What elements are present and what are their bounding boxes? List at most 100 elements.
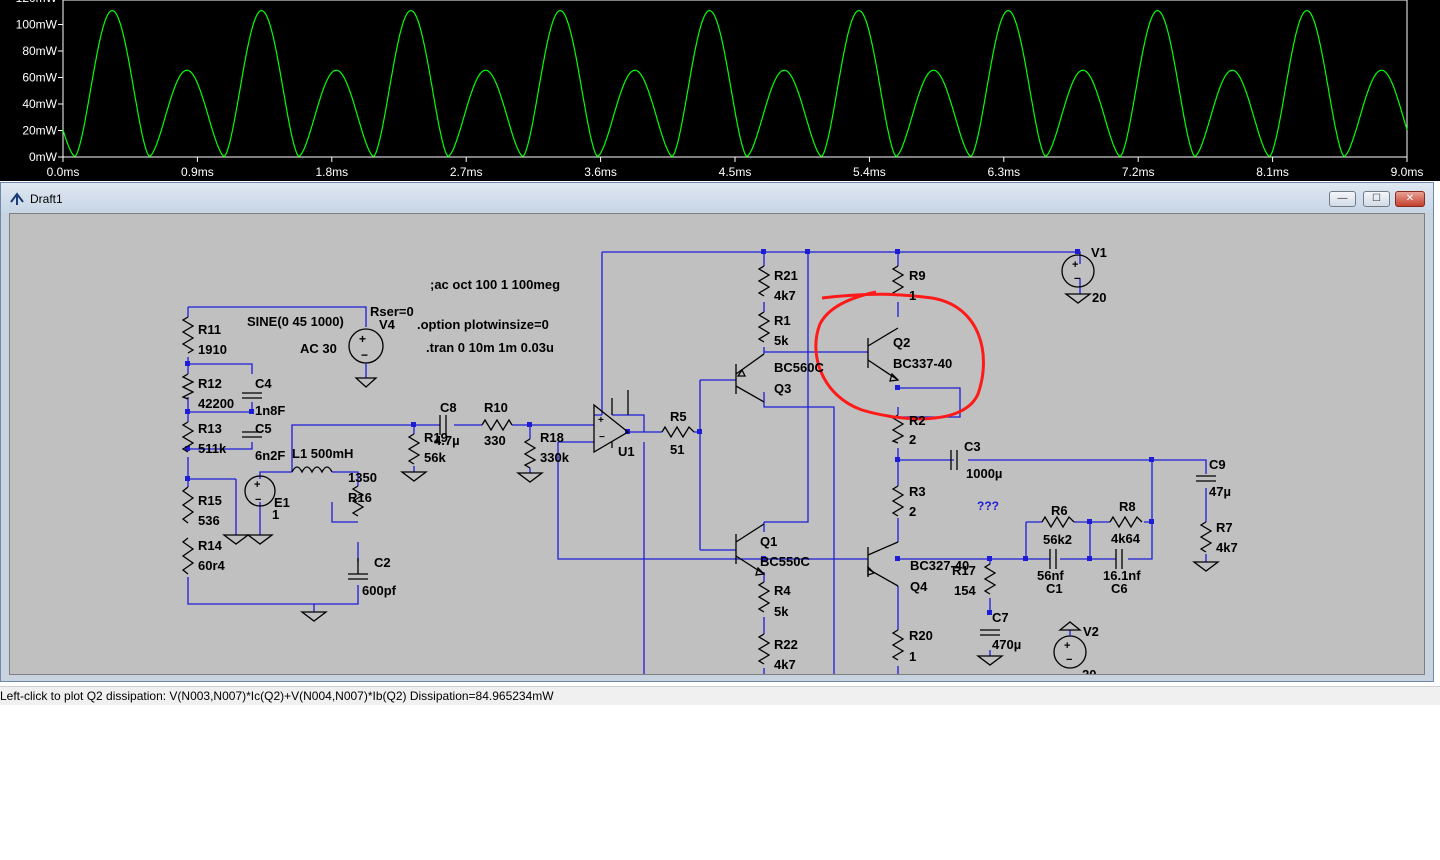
r11-value: 1910	[198, 342, 227, 357]
ac-directive: ;ac oct 100 1 100meg	[430, 277, 560, 292]
r16-value: 1350	[348, 470, 377, 485]
q1-value: BC550C	[760, 554, 810, 569]
x-tick-label: 1.8ms	[315, 165, 348, 179]
r13-name: R13	[198, 421, 222, 436]
c1-name: C1	[1046, 581, 1063, 596]
c4-name: C4	[255, 376, 272, 391]
q4-value: BC327-40	[910, 558, 969, 573]
svg-text:−: −	[361, 348, 368, 362]
window-title-bar[interactable]: Draft1 — ☐ ✕	[1, 183, 1433, 213]
r8-name: R8	[1119, 499, 1136, 514]
close-button[interactable]: ✕	[1395, 191, 1425, 207]
capacitor-symbols	[242, 392, 1216, 636]
minimize-button[interactable]: —	[1329, 191, 1356, 207]
c9-value: 47µ	[1209, 484, 1231, 499]
transistor-symbols	[735, 327, 900, 587]
ground-symbols	[222, 293, 1220, 666]
tran-directive: .tran 0 10m 1m 0.03u	[426, 340, 554, 355]
status-bar: Left-click to plot Q2 dissipation: V(N00…	[0, 686, 1440, 705]
schematic-window[interactable]: Draft1 — ☐ ✕	[0, 182, 1434, 682]
r12-value: 42200	[198, 396, 234, 411]
r1-name: R1	[774, 313, 791, 328]
v4-ac: AC 30	[300, 341, 337, 356]
r20-value: 1	[909, 649, 916, 664]
r3-value: 2	[909, 504, 916, 519]
e1-name: E1	[274, 495, 290, 510]
schematic-canvas[interactable]: + − + − + − + −	[9, 213, 1425, 675]
v4-rser: Rser=0	[370, 304, 414, 319]
r21-name: R21	[774, 268, 798, 283]
svg-text:+: +	[1072, 259, 1078, 271]
waveform-plot-pane[interactable]: 0mW20mW40mW60mW80mW100mW120mW 0.0ms0.9ms…	[0, 0, 1440, 181]
q2-value: BC337-40	[893, 356, 952, 371]
q1-name: Q1	[760, 534, 777, 549]
r8-value: 4k64	[1111, 531, 1141, 546]
svg-text:−: −	[255, 494, 261, 506]
c3-name: C3	[964, 439, 981, 454]
c5-name: C5	[255, 421, 272, 436]
r6-value: 56k2	[1043, 532, 1072, 547]
r20-name: R20	[909, 628, 933, 643]
r22-value: 4k7	[774, 657, 796, 672]
component-labels: R11 1910 R12 42200 R13 511k R15 536 R14 …	[198, 245, 1238, 675]
r15-name: R15	[198, 493, 222, 508]
v1-value: 20	[1092, 290, 1106, 305]
q2-dissipation-trace[interactable]	[62, 9, 1408, 157]
r2-name: R2	[909, 413, 926, 428]
r7-name: R7	[1216, 520, 1233, 535]
window-title: Draft1	[30, 192, 63, 206]
r16-name: R16	[348, 490, 372, 505]
q2-name: Q2	[893, 335, 910, 350]
wire-junctions	[185, 249, 1154, 615]
r9-name: R9	[909, 268, 926, 283]
svg-text:−: −	[1074, 273, 1080, 285]
x-tick-label: 3.6ms	[584, 165, 617, 179]
r10-value: 330	[484, 433, 506, 448]
c2-value: 600pf	[362, 583, 397, 598]
r4-value: 5k	[774, 604, 789, 619]
u1-name: U1	[618, 444, 635, 459]
svg-text:+: +	[359, 332, 366, 346]
y-tick-label: 80mW	[22, 44, 57, 58]
x-tick-label: 5.4ms	[853, 165, 886, 179]
voltage-sources: + − + − + − + −	[244, 254, 1095, 669]
r19-value: 56k	[424, 450, 446, 465]
x-tick-label: 2.7ms	[450, 165, 483, 179]
y-tick-label: 120mW	[16, 0, 58, 5]
r22-name: R22	[774, 637, 798, 652]
r5-value: 51	[670, 442, 684, 457]
l1-label: L1 500mH	[292, 446, 353, 461]
v4-spec: SINE(0 45 1000)	[247, 314, 344, 329]
r6-name: R6	[1051, 503, 1068, 518]
r11-name: R11	[198, 322, 221, 337]
r1-value: 5k	[774, 333, 789, 348]
q4-name: Q4	[910, 579, 928, 594]
y-tick-label: 40mW	[22, 97, 57, 111]
schematic-drawing[interactable]: + − + − + − + −	[10, 214, 1425, 675]
q3-name: Q3	[774, 381, 791, 396]
q3-value: BC560C	[774, 360, 824, 375]
x-tick-label: 4.5ms	[719, 165, 752, 179]
x-tick-label: 0.0ms	[47, 165, 80, 179]
plot-area-frame	[62, 0, 1408, 158]
ltspice-schematic-icon	[10, 192, 24, 205]
v2-value: 20	[1082, 667, 1096, 675]
c7-value: 470µ	[992, 637, 1021, 652]
r15-value: 536	[198, 513, 220, 528]
inductor-l1	[291, 466, 333, 474]
r5-name: R5	[670, 409, 687, 424]
v4-name: V4	[379, 317, 396, 332]
r21-value: 4k7	[774, 288, 796, 303]
svg-text:−: −	[599, 432, 605, 443]
x-tick-label: 0.9ms	[181, 165, 214, 179]
q2-highlight-circle	[814, 290, 985, 421]
waveform-plot[interactable]: 0mW20mW40mW60mW80mW100mW120mW 0.0ms0.9ms…	[0, 0, 1440, 181]
r13-value: 511k	[198, 441, 227, 456]
maximize-button[interactable]: ☐	[1363, 191, 1390, 207]
y-tick-label: 20mW	[22, 124, 57, 138]
x-tick-label: 7.2ms	[1122, 165, 1155, 179]
x-tick-label: 9.0ms	[1391, 165, 1424, 179]
spice-directives: ;ac oct 100 1 100meg .option plotwinsize…	[417, 277, 560, 355]
c8-value: 4.7µ	[434, 433, 460, 448]
r18-name: R18	[540, 430, 564, 445]
